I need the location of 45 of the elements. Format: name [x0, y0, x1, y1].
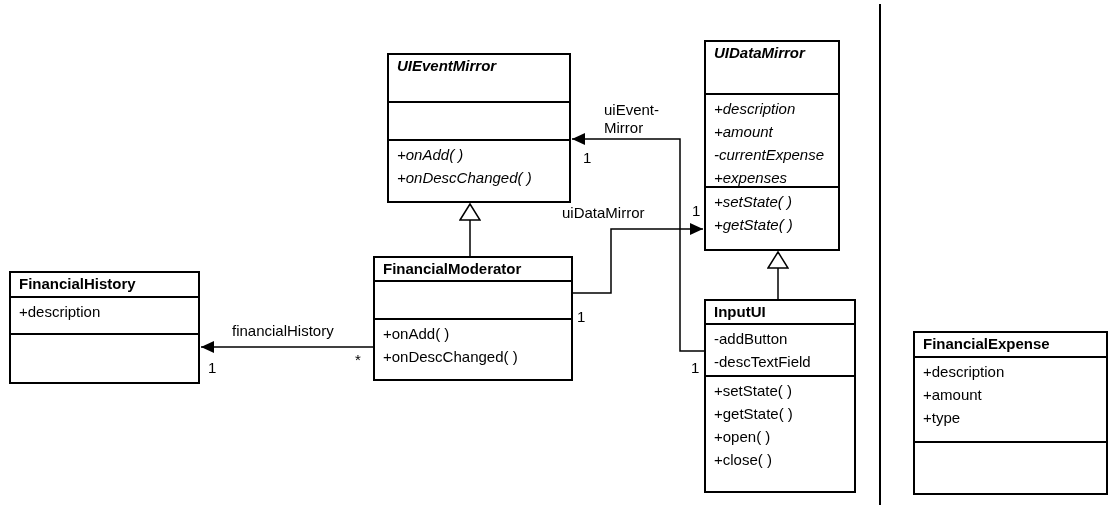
attribute-compartment — [706, 93, 838, 186]
multiplicity-label: 1 — [577, 309, 586, 325]
multiplicity-label: 1 — [692, 203, 701, 219]
attribute-text: +description — [19, 302, 102, 322]
operation-text: +setState( ) — [714, 381, 793, 401]
class-box — [913, 331, 1108, 495]
association-arrow — [572, 223, 704, 294]
multiplicity-label: 1 — [583, 150, 592, 166]
class-name: UIDataMirror — [714, 43, 805, 63]
attribute-text: +description — [714, 99, 797, 119]
attribute-text: +expenses — [714, 168, 788, 188]
class-name: FinancialHistory — [19, 274, 136, 294]
class-name: InputUI — [714, 302, 766, 322]
attribute-text: +description — [923, 362, 1006, 382]
attribute-text: -addButton — [714, 329, 789, 349]
class-box — [704, 40, 840, 251]
association-arrow — [571, 133, 705, 352]
multiplicity-label: * — [355, 352, 361, 368]
attribute-text: -descTextField — [714, 352, 812, 372]
association-arrow — [200, 341, 374, 353]
generalization-arrow — [459, 203, 481, 257]
operation-text: +onDescChanged( ) — [383, 347, 519, 367]
operation-text: +onAdd( ) — [383, 324, 451, 344]
attribute-text: +amount — [923, 385, 983, 405]
attribute-text: +type — [923, 408, 962, 428]
class-box — [387, 53, 571, 203]
operation-text: +getState( ) — [714, 404, 794, 424]
class-name: FinancialModerator — [383, 259, 522, 279]
operation-text: +close( ) — [714, 450, 773, 470]
class-name: FinancialExpense — [923, 334, 1050, 354]
class-name: UIEventMirror — [397, 56, 497, 76]
operation-text: +getState( ) — [714, 215, 794, 235]
class-box — [373, 256, 573, 381]
edge-label: financialHistory — [232, 322, 334, 340]
multiplicity-label: 1 — [208, 360, 217, 376]
multiplicity-label: 1 — [691, 360, 700, 376]
operation-text: +onAdd( ) — [397, 145, 465, 165]
class-box — [704, 299, 856, 493]
attribute-text: +amount — [714, 122, 774, 142]
attribute-text: -currentExpense — [714, 145, 826, 165]
operation-text: +open( ) — [714, 427, 772, 447]
operation-text: +setState( ) — [714, 192, 793, 212]
class-box — [9, 271, 200, 384]
operation-text: +onDescChanged( ) — [397, 168, 533, 188]
generalization-arrow — [767, 251, 789, 300]
